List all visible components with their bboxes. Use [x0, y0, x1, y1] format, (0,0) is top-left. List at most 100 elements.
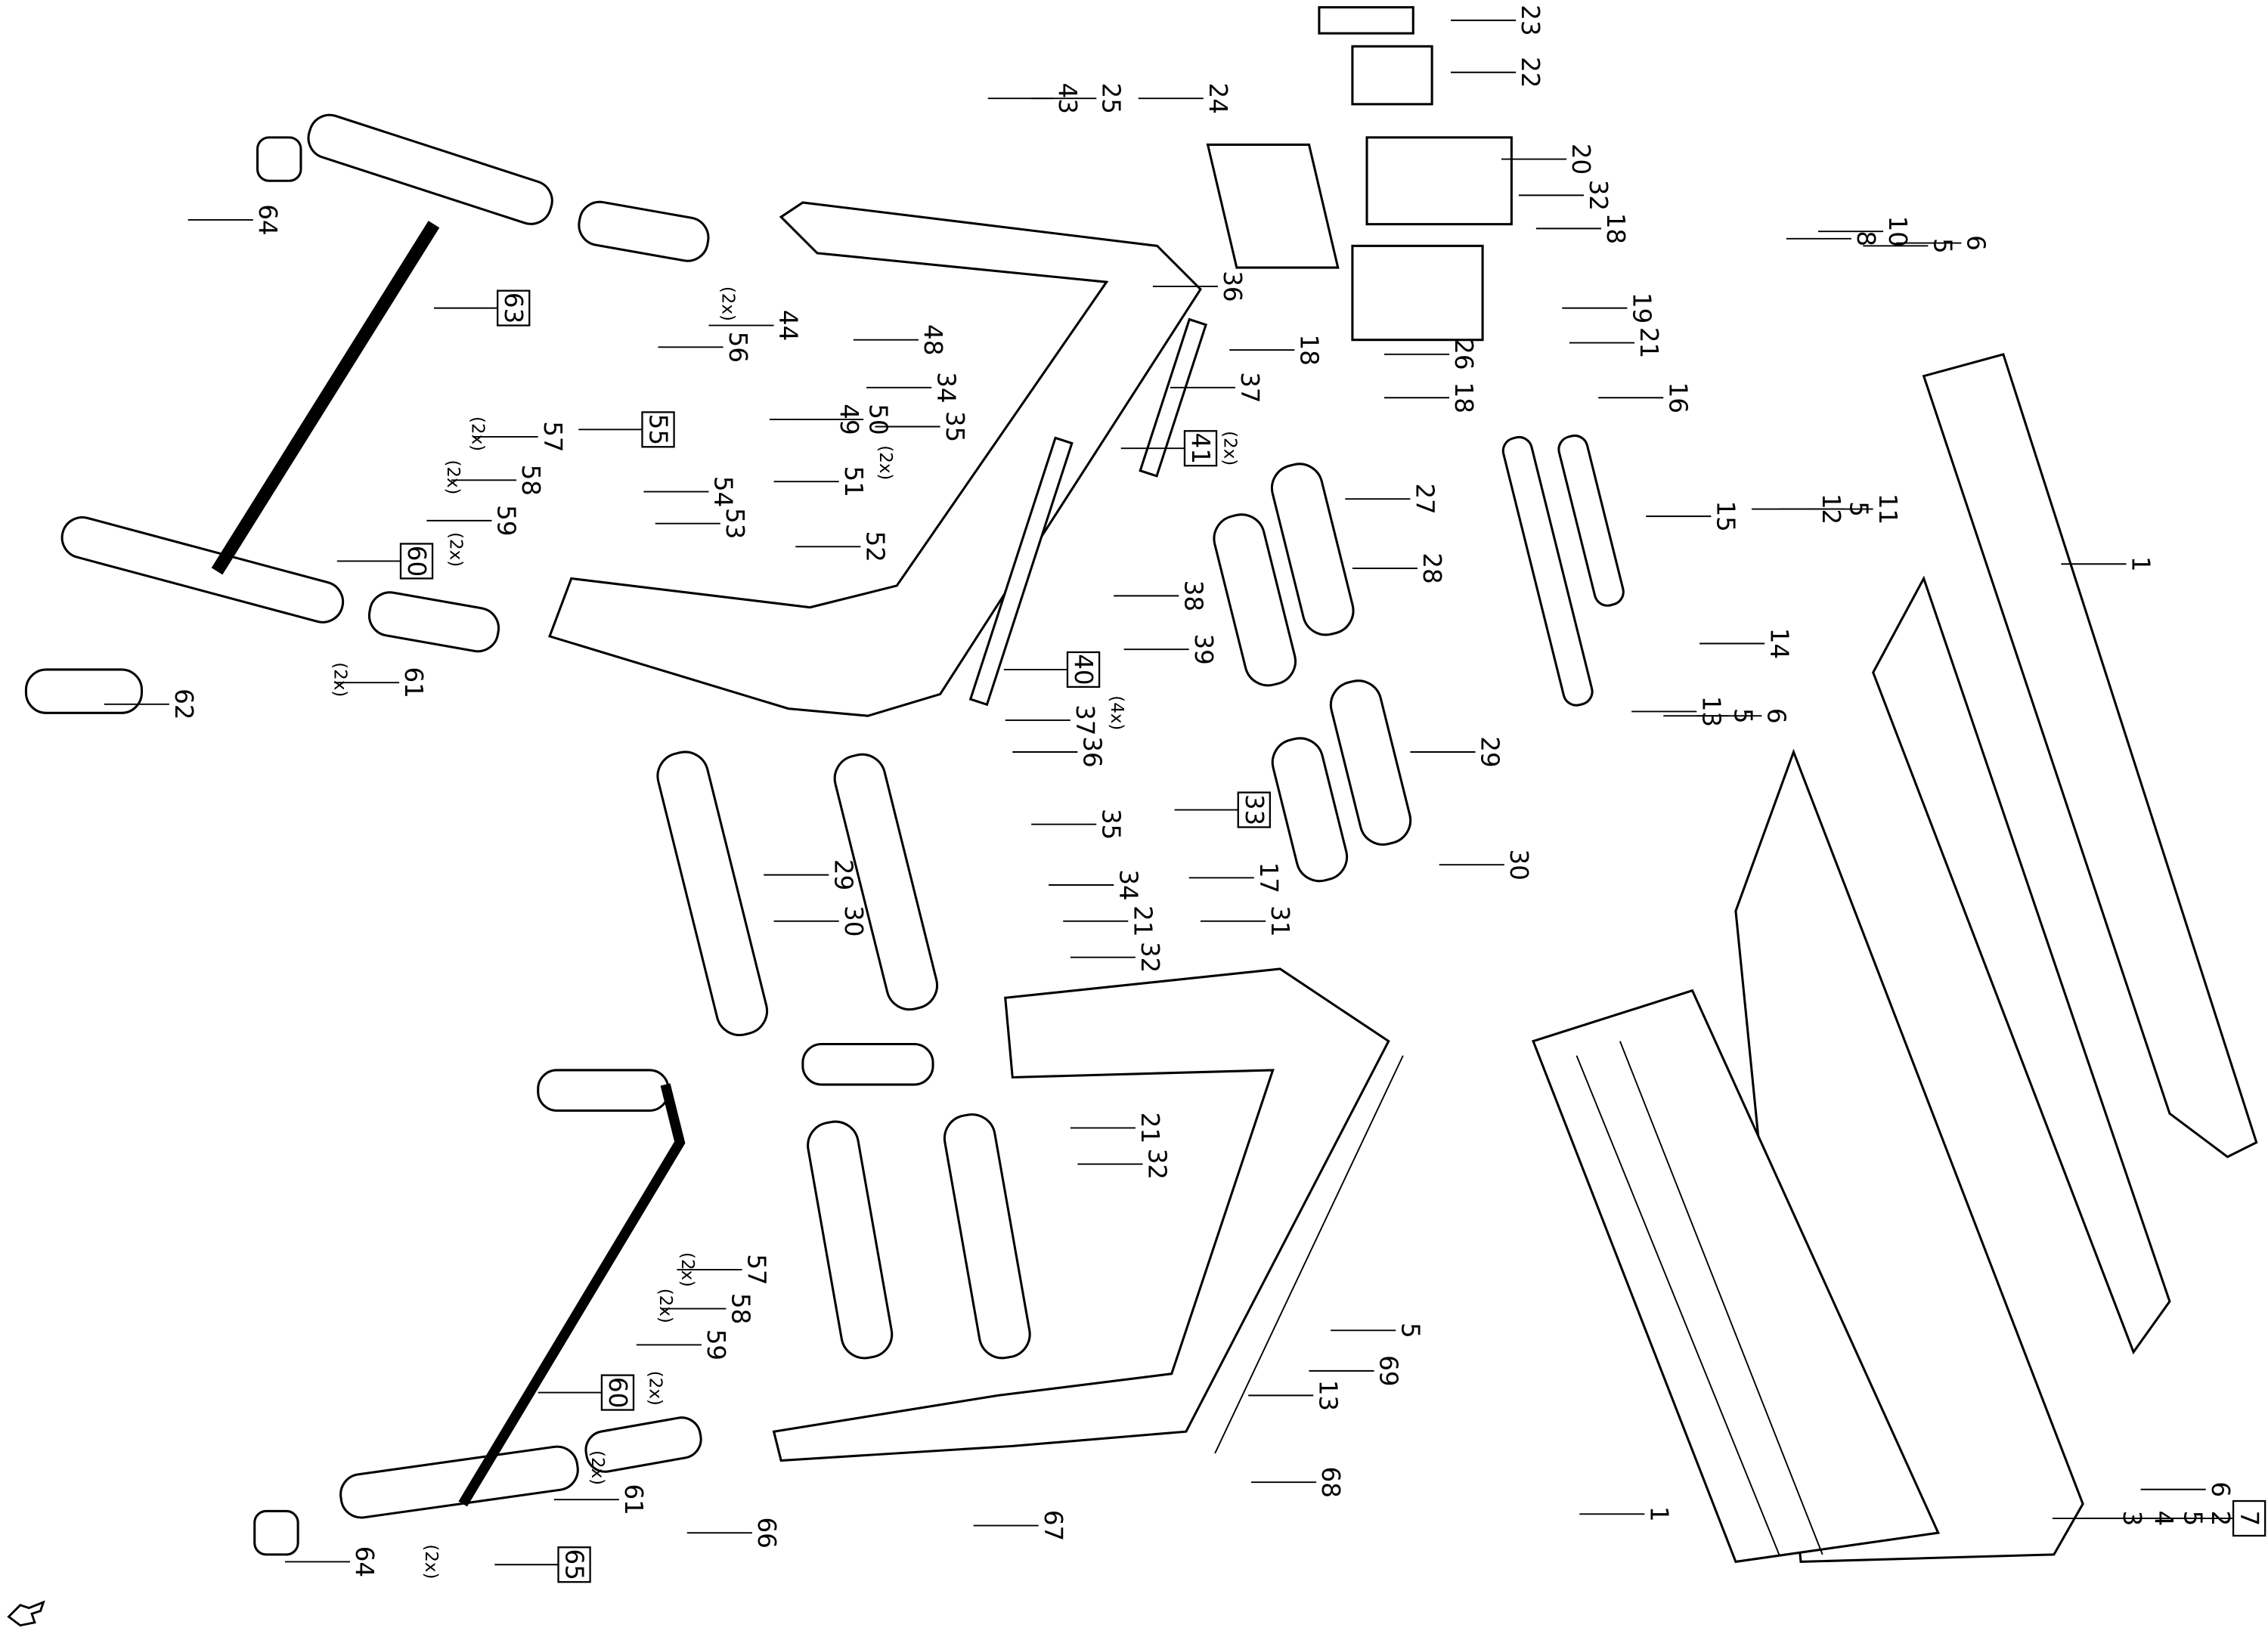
- part-label: (2x): [677, 1252, 697, 1287]
- part-label: 8: [1851, 231, 1880, 246]
- part-number: 55: [644, 414, 673, 445]
- part-number: 60: [402, 546, 431, 577]
- part-number: 5: [1728, 708, 1757, 724]
- part-label: 68: [1316, 1467, 1345, 1498]
- part-label: 21: [1136, 1112, 1164, 1143]
- parts-drawing: [24, 6, 2258, 1564]
- label-box: [2232, 1499, 2266, 1537]
- part-label: 35: [1096, 809, 1125, 840]
- part-label: 65: [557, 1546, 591, 1583]
- part-label: 32: [1584, 180, 1613, 211]
- part-label: (2x): [446, 532, 466, 567]
- part-number: 18: [1601, 213, 1630, 244]
- part-label: 58: [516, 465, 545, 496]
- part-number: 56: [723, 332, 752, 363]
- part-number: 6: [2206, 1481, 2235, 1497]
- part-number: 61: [399, 667, 428, 698]
- part-label: 61: [399, 667, 428, 698]
- part-label: 22: [1516, 57, 1545, 88]
- part-label: 33: [1237, 791, 1271, 828]
- part-number: (2x): [677, 1252, 697, 1287]
- part-number: 16: [1663, 382, 1692, 413]
- part-label: 40: [1066, 651, 1101, 689]
- part-number: 59: [702, 1329, 730, 1360]
- rail-part-panel: [1871, 575, 2171, 1355]
- part-number: (2x): [655, 1289, 675, 1323]
- part-number: (2x): [446, 532, 466, 567]
- part-number: 30: [839, 905, 868, 936]
- part-number: (2x): [587, 1450, 607, 1485]
- part-number: 18: [1449, 382, 1478, 413]
- part-number: 21: [1128, 905, 1157, 936]
- leader-lines: [104, 19, 2235, 1566]
- part-number: 18: [1295, 334, 1324, 365]
- part-label: 67: [1039, 1510, 1067, 1541]
- part-label: 52: [861, 531, 890, 562]
- part-number: 52: [861, 531, 890, 562]
- part-number: 1: [1645, 1506, 1674, 1522]
- part-number: 29: [829, 859, 857, 890]
- part-number: 36: [1078, 736, 1107, 767]
- part-number: 6: [1962, 235, 1991, 251]
- part-number: 61: [619, 1484, 648, 1515]
- part-label: 11: [1873, 494, 1902, 525]
- part-number: 17: [1254, 862, 1283, 893]
- part-number: 63: [499, 292, 528, 323]
- label-box: [399, 543, 434, 580]
- part-label: (2x): [421, 1544, 441, 1579]
- part-label: 36: [1218, 271, 1247, 302]
- part-label: (2x): [330, 662, 350, 697]
- part-number: (2x): [717, 286, 737, 321]
- part-label: 5: [1396, 1323, 1424, 1338]
- part-number: 67: [1039, 1510, 1067, 1541]
- label-box: [1183, 430, 1218, 467]
- part-number: 39: [1189, 633, 1218, 664]
- part-label: 10: [1883, 216, 1912, 247]
- part-number: 57: [538, 421, 567, 452]
- part-number: 5: [2179, 1511, 2208, 1527]
- frame-part-bottom: [772, 967, 1390, 1462]
- part-label: (2x): [467, 416, 487, 451]
- part-label: 21: [1128, 905, 1157, 936]
- part-number: 58: [727, 1293, 755, 1324]
- part-number: 49: [835, 404, 863, 435]
- part-number: 6: [1761, 708, 1790, 724]
- part-label: 27: [1411, 483, 1439, 514]
- part-number: 19: [1628, 292, 1656, 323]
- part-number: 13: [1696, 696, 1725, 727]
- part-label: 35: [940, 411, 969, 442]
- part-label: 18: [1601, 213, 1630, 244]
- strip-part-41: [1139, 317, 1208, 478]
- part-number: 66: [752, 1517, 781, 1548]
- part-number: (2x): [443, 460, 463, 494]
- part-label: 23: [1516, 5, 1545, 36]
- part-label: 6: [2206, 1481, 2235, 1497]
- part-label: 2: [2206, 1511, 2235, 1527]
- part-label: (2x): [443, 460, 463, 494]
- part-number: 33: [1240, 794, 1269, 825]
- part-label: 30: [839, 905, 868, 936]
- part-label: 20: [1566, 144, 1595, 175]
- part-label: 69: [1374, 1355, 1403, 1386]
- part-label: 7: [2232, 1499, 2266, 1537]
- part-number: 41: [1186, 433, 1215, 464]
- part-label: 58: [727, 1293, 755, 1324]
- part-label: 6: [1962, 235, 1991, 251]
- part-number: 15: [1712, 500, 1740, 531]
- part-label: 34: [931, 372, 960, 403]
- part-label: 12: [1817, 494, 1845, 525]
- part-label: 53: [720, 508, 749, 539]
- part-number: 36: [1218, 271, 1247, 302]
- part-label: 15: [1712, 500, 1740, 531]
- part-number: 29: [1476, 736, 1504, 767]
- part-number: 37: [1235, 372, 1264, 403]
- part-label: 29: [1476, 736, 1504, 767]
- part-label: 37: [1235, 372, 1264, 403]
- part-number: 5: [1845, 501, 1873, 517]
- part-label: 5: [1728, 708, 1757, 724]
- part-label: 5: [2179, 1511, 2208, 1527]
- part-number: 24: [1204, 83, 1232, 114]
